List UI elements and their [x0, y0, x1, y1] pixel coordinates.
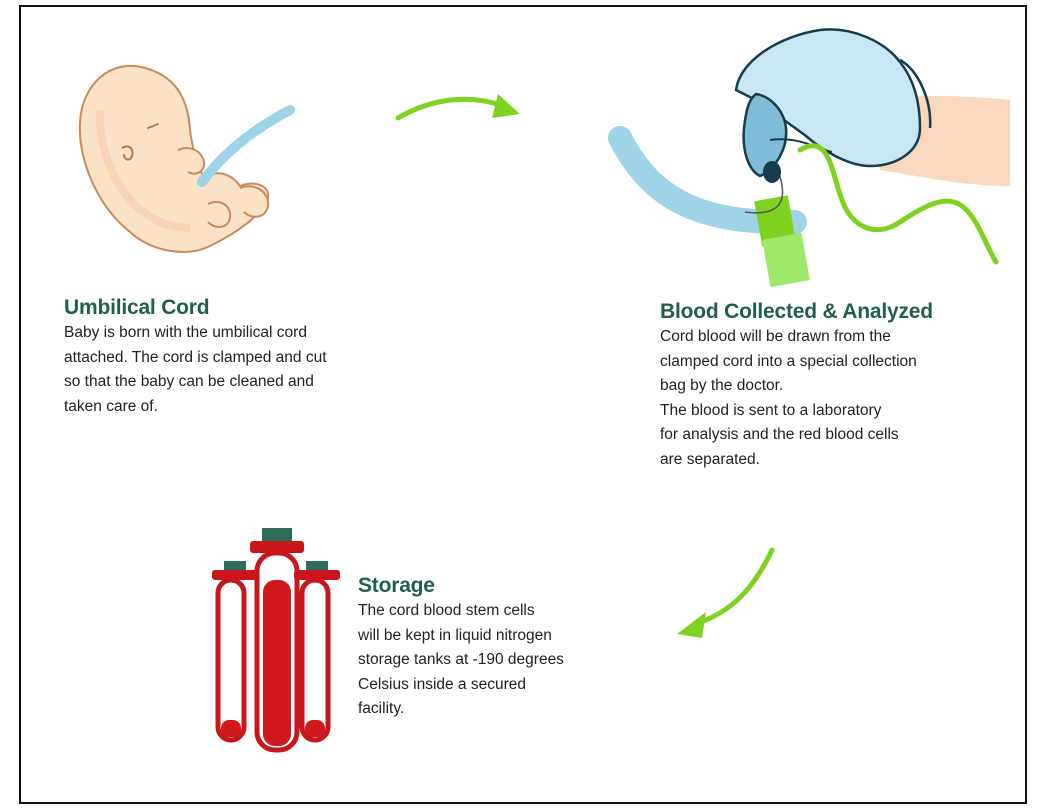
curved-arrow-down-left-icon: [677, 550, 772, 638]
fetus-icon: [80, 66, 268, 252]
description-line: so that the baby can be cleaned and: [64, 370, 327, 395]
curved-arrow-right-icon: [398, 94, 520, 118]
description-line: clamped cord into a special collection: [660, 350, 917, 375]
description-line: attached. The cord is clamped and cut: [64, 346, 327, 371]
description-line: The blood is sent to a laboratory: [660, 399, 917, 424]
description-line: will be kept in liquid nitrogen: [358, 624, 564, 649]
umbilical-cord-icon: [202, 110, 290, 182]
description-line: Celsius inside a secured: [358, 673, 564, 698]
description-line: Cord blood will be drawn from the: [660, 325, 917, 350]
gloved-hand-syringe-icon: [620, 29, 1010, 287]
description-line: The cord blood stem cells: [358, 599, 564, 624]
description-line: facility.: [358, 697, 564, 722]
description-line: storage tanks at -190 degrees: [358, 648, 564, 673]
test-tubes-icon: [212, 528, 340, 750]
step-description-storage: The cord blood stem cells will be kept i…: [358, 599, 564, 722]
test-tube-right: [294, 561, 340, 740]
step-description-blood-collected: Cord blood will be drawn from the clampe…: [660, 325, 917, 472]
step-description-umbilical-cord: Baby is born with the umbilical cord att…: [64, 321, 327, 419]
step-title-storage: Storage: [358, 574, 435, 598]
step-title-umbilical-cord: Umbilical Cord: [64, 296, 209, 320]
test-tube-left: [212, 561, 258, 740]
test-tube-center: [250, 528, 304, 750]
description-line: Baby is born with the umbilical cord: [64, 321, 327, 346]
description-line: bag by the doctor.: [660, 374, 917, 399]
description-line: for analysis and the red blood cells: [660, 423, 917, 448]
description-line: are separated.: [660, 448, 917, 473]
step-title-blood-collected: Blood Collected & Analyzed: [660, 300, 933, 324]
description-line: taken care of.: [64, 395, 327, 420]
